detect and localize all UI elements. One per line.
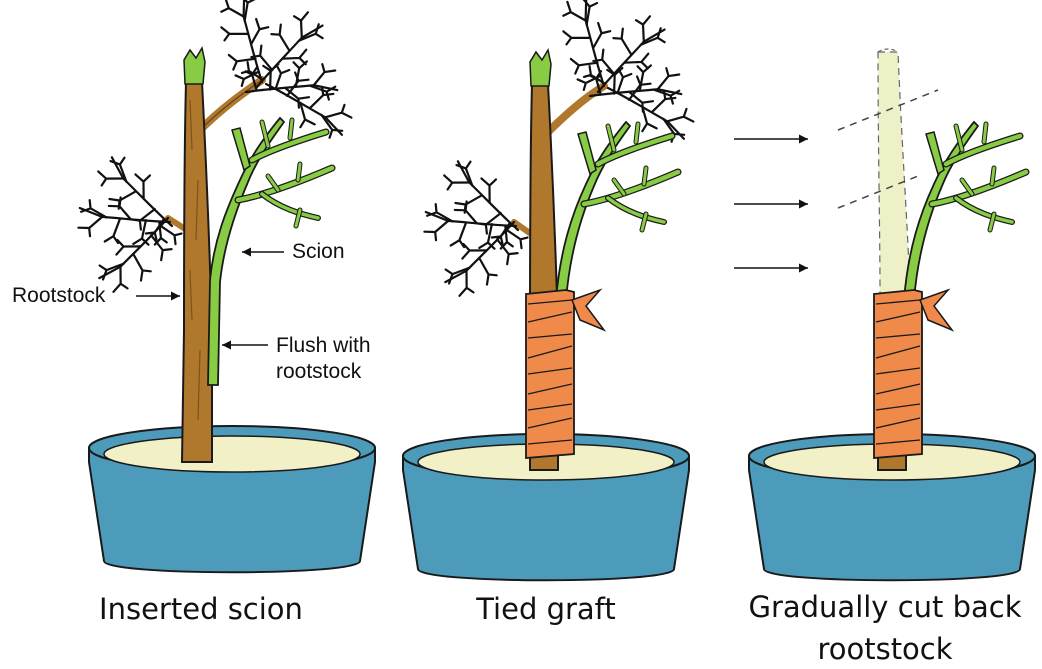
rootstock-foliage-upper xyxy=(192,0,356,139)
flush-label-line2: rootstock xyxy=(276,359,371,385)
panel-inserted-scion xyxy=(71,0,375,572)
scion-label: Scion xyxy=(292,239,345,265)
rootstock-foliage-lower xyxy=(417,155,535,311)
panel-cut-back xyxy=(734,49,1035,580)
cut-rootstock-outline xyxy=(878,52,910,294)
graft-tie xyxy=(526,290,604,458)
rootstock-cut-top xyxy=(530,50,551,86)
caption-inserted-scion: Inserted scion xyxy=(76,588,326,630)
rootstock-foliage-upper xyxy=(534,0,698,143)
scion-branch xyxy=(556,122,678,300)
rootstock-label: Rootstock xyxy=(12,283,105,309)
rootstock-trunk xyxy=(182,82,212,462)
flush-label: Flush with rootstock xyxy=(276,333,371,386)
rootstock-cut-top xyxy=(184,48,205,84)
caption-tied-graft: Tied graft xyxy=(446,588,646,630)
caption-cut-back-line2: rootstock xyxy=(730,628,1040,669)
flush-label-line1: Flush with xyxy=(276,333,371,359)
graft-tie xyxy=(874,290,952,458)
caption-cut-back: Gradually cut back rootstock xyxy=(730,586,1040,669)
scion-branch xyxy=(904,122,1026,300)
panel-tied-graft xyxy=(403,0,697,580)
caption-cut-back-line1: Gradually cut back xyxy=(730,586,1040,628)
pot xyxy=(89,426,375,572)
